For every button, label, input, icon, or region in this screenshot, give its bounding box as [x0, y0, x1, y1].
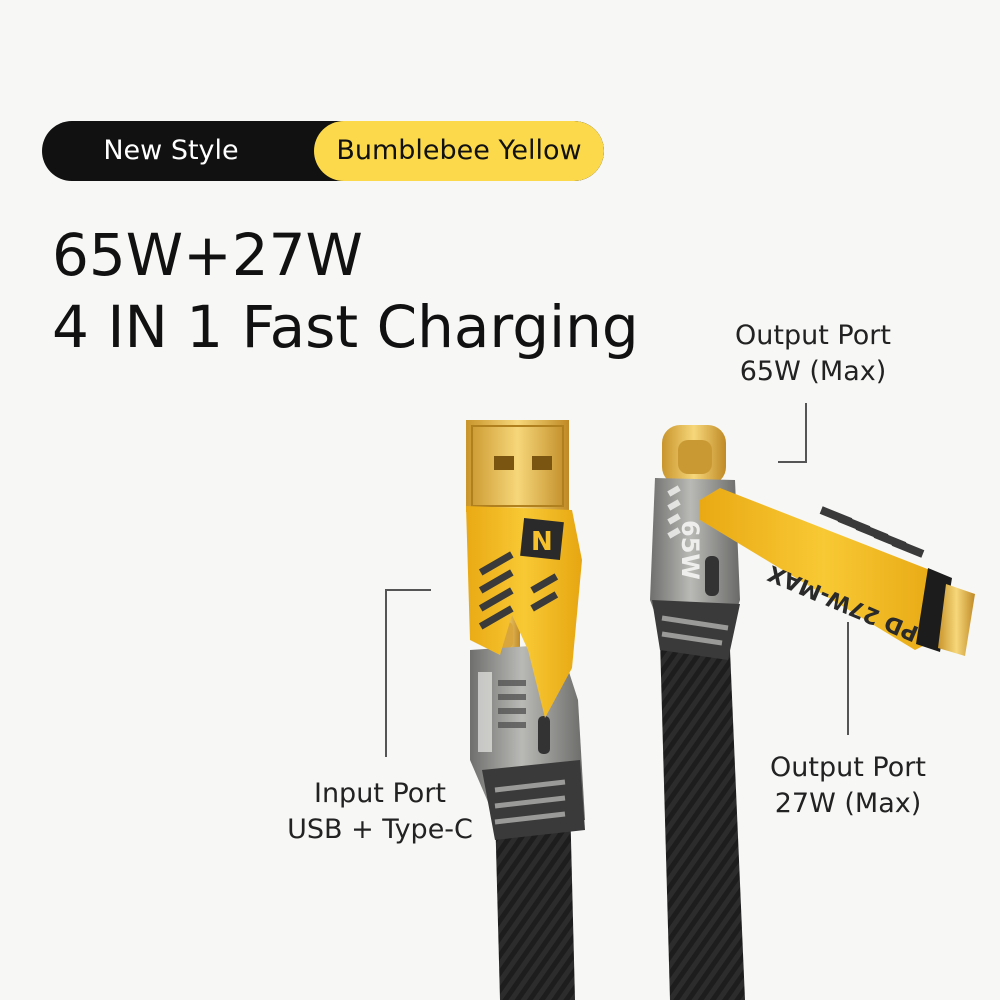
input-usb-a-housing: N	[466, 506, 582, 718]
badge-color-name: Bumblebee Yellow	[314, 121, 604, 181]
output-typec-housing: 65W	[650, 478, 740, 660]
badge-new-style: New Style	[103, 135, 239, 166]
style-badge: New Style Bumblebee Yellow	[42, 121, 604, 181]
callout-output-65w: Output Port 65W (Max)	[718, 318, 908, 390]
callout-output-27w-spec: 27W (Max)	[774, 788, 922, 819]
callout-input-title: Input Port	[313, 778, 447, 809]
callout-input: Input Port USB + Type-C	[280, 776, 480, 848]
output-lightning-adapter: PD 27W-MAX	[700, 488, 975, 656]
headline-feature: 4 IN 1 Fast Charging	[52, 293, 639, 361]
output-cable	[660, 640, 745, 1000]
typec-housing-wattage: 65W	[676, 520, 704, 580]
callout-input-spec: USB + Type-C	[287, 814, 473, 845]
input-usb-a-connector	[466, 420, 569, 512]
leader-line-output-65w	[778, 403, 807, 463]
callout-output-27w: Output Port 27W (Max)	[758, 750, 938, 822]
input-cable	[495, 800, 575, 1000]
callout-output-65w-spec: 65W (Max)	[739, 356, 887, 387]
usb-housing-logo: N	[531, 527, 553, 557]
leader-line-input	[385, 589, 431, 757]
headline-wattage: 65W+27W	[52, 221, 363, 289]
callout-output-27w-title: Output Port	[770, 752, 926, 783]
callout-output-65w-title: Output Port	[735, 320, 891, 351]
output-typec-connector	[662, 425, 726, 485]
